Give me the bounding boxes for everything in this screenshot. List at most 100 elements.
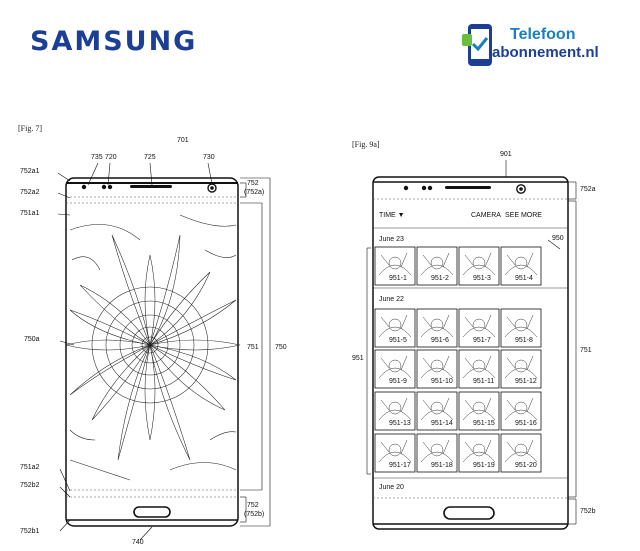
fig7-home-button-740: [133, 506, 171, 518]
photo-thumbnail[interactable]: [416, 349, 458, 389]
ref-720: 720: [105, 154, 117, 161]
telefoonabonnement-logo: [462, 20, 612, 72]
fig7-flower-illustration: [65, 214, 241, 481]
ref-752a-9a: 752a: [580, 186, 596, 193]
thumbnail-label: 951-13: [389, 420, 411, 427]
thumbnail-label: 951-5: [389, 337, 407, 344]
thumbnail-label: 951-9: [389, 378, 407, 385]
samsung-logo: SAMSUNG: [30, 26, 198, 57]
ref-750a: 750a: [24, 336, 40, 343]
photo-sketch: [420, 252, 454, 276]
fig7-speaker-725: [130, 185, 172, 188]
photo-sketch: [420, 439, 454, 463]
thumbnail-label: 951-17: [389, 462, 411, 469]
ref-740: 740: [132, 539, 144, 546]
sort-dropdown[interactable]: TIME ▼: [379, 212, 405, 219]
thumbnail-label: 951-11: [473, 378, 495, 385]
section-date: June 23: [379, 236, 404, 243]
photo-sketch: [504, 252, 538, 276]
photo-sketch: [504, 397, 538, 421]
phone-check-icon: [462, 24, 492, 66]
ref-752b: (752b): [244, 511, 265, 518]
ref-752-bottom: 752: [247, 502, 259, 509]
ref-901: 901: [500, 151, 512, 158]
photo-thumbnail[interactable]: [500, 391, 542, 431]
see-more-link[interactable]: SEE MORE: [505, 212, 542, 219]
thumbnail-label: 951-4: [515, 275, 533, 282]
photo-sketch: [504, 314, 538, 338]
ref-752a2: 752a2: [20, 189, 40, 196]
photo-thumbnail[interactable]: [416, 246, 458, 286]
thumbnail-label: 951-6: [431, 337, 449, 344]
fig9a-thumbnail-grid: [374, 246, 542, 473]
ref-752b-9a: 752b: [580, 508, 596, 515]
photo-sketch: [420, 355, 454, 379]
photo-thumbnail[interactable]: [500, 308, 542, 348]
thumbnail-label: 951-1: [389, 275, 407, 282]
photo-thumbnail[interactable]: [500, 246, 542, 286]
photo-thumbnail[interactable]: [500, 349, 542, 389]
photo-sketch: [504, 355, 538, 379]
ref-751-9a: 751: [580, 347, 592, 354]
fig7-label: [Fig. 7]: [18, 124, 42, 133]
photo-thumbnail[interactable]: [458, 308, 500, 348]
partner-logo-line1: Telefoon: [510, 26, 576, 43]
section-date: June 20: [379, 484, 404, 491]
photo-sketch: [378, 355, 412, 379]
photo-thumbnail[interactable]: [416, 433, 458, 473]
thumbnail-label: 951-18: [431, 462, 453, 469]
photo-thumbnail[interactable]: [374, 391, 416, 431]
photo-thumbnail[interactable]: [500, 433, 542, 473]
photo-thumbnail[interactable]: [458, 391, 500, 431]
ref-752b1: 752b1: [20, 528, 40, 535]
thumbnail-label: 951-8: [515, 337, 533, 344]
thumbnail-label: 951-2: [431, 275, 449, 282]
ref-752a1: 752a1: [20, 168, 40, 175]
photo-sketch: [378, 252, 412, 276]
ref-752a: (752a): [244, 189, 265, 196]
photo-thumbnail[interactable]: [458, 433, 500, 473]
thumbnail-label: 951-12: [515, 378, 537, 385]
thumbnail-label: 951-20: [515, 462, 537, 469]
camera-link[interactable]: CAMERA: [471, 212, 501, 219]
photo-sketch: [462, 397, 496, 421]
thumbnail-label: 951-15: [473, 420, 495, 427]
thumbnail-label: 951-10: [431, 378, 453, 385]
photo-sketch: [462, 355, 496, 379]
fig9a-home-button: [443, 506, 495, 520]
fig7-phone-body: [65, 177, 239, 527]
photo-sketch: [378, 439, 412, 463]
ref-751a2: 751a2: [20, 464, 40, 471]
fig9a-label: [Fig. 9a]: [352, 140, 380, 149]
ref-730: 730: [203, 154, 215, 161]
photo-sketch: [420, 397, 454, 421]
partner-logo-line2: abonnement.nl: [492, 44, 599, 61]
ref-751: 751: [247, 344, 259, 351]
photo-thumbnail[interactable]: [458, 246, 500, 286]
ref-752b2: 752b2: [20, 482, 40, 489]
photo-thumbnail[interactable]: [374, 246, 416, 286]
photo-thumbnail[interactable]: [458, 349, 500, 389]
photo-thumbnail[interactable]: [374, 308, 416, 348]
thumbnail-label: 951-7: [473, 337, 491, 344]
ref-752-top: 752: [247, 180, 259, 187]
photo-sketch: [504, 439, 538, 463]
photo-sketch: [420, 314, 454, 338]
photo-thumbnail[interactable]: [374, 349, 416, 389]
thumbnail-label: 951-14: [431, 420, 453, 427]
thumbnail-label: 951-19: [473, 462, 495, 469]
photo-thumbnail[interactable]: [374, 433, 416, 473]
ref-725: 725: [144, 154, 156, 161]
photo-thumbnail[interactable]: [416, 308, 458, 348]
photo-sketch: [378, 314, 412, 338]
photo-sketch: [462, 314, 496, 338]
photo-sketch: [462, 252, 496, 276]
ref-735: 735: [91, 154, 103, 161]
photo-thumbnail[interactable]: [416, 391, 458, 431]
ref-951: 951: [352, 355, 364, 362]
ref-701: 701: [177, 137, 189, 144]
photo-sketch: [462, 439, 496, 463]
ref-751a1: 751a1: [20, 210, 40, 217]
thumbnail-label: 951-16: [515, 420, 537, 427]
